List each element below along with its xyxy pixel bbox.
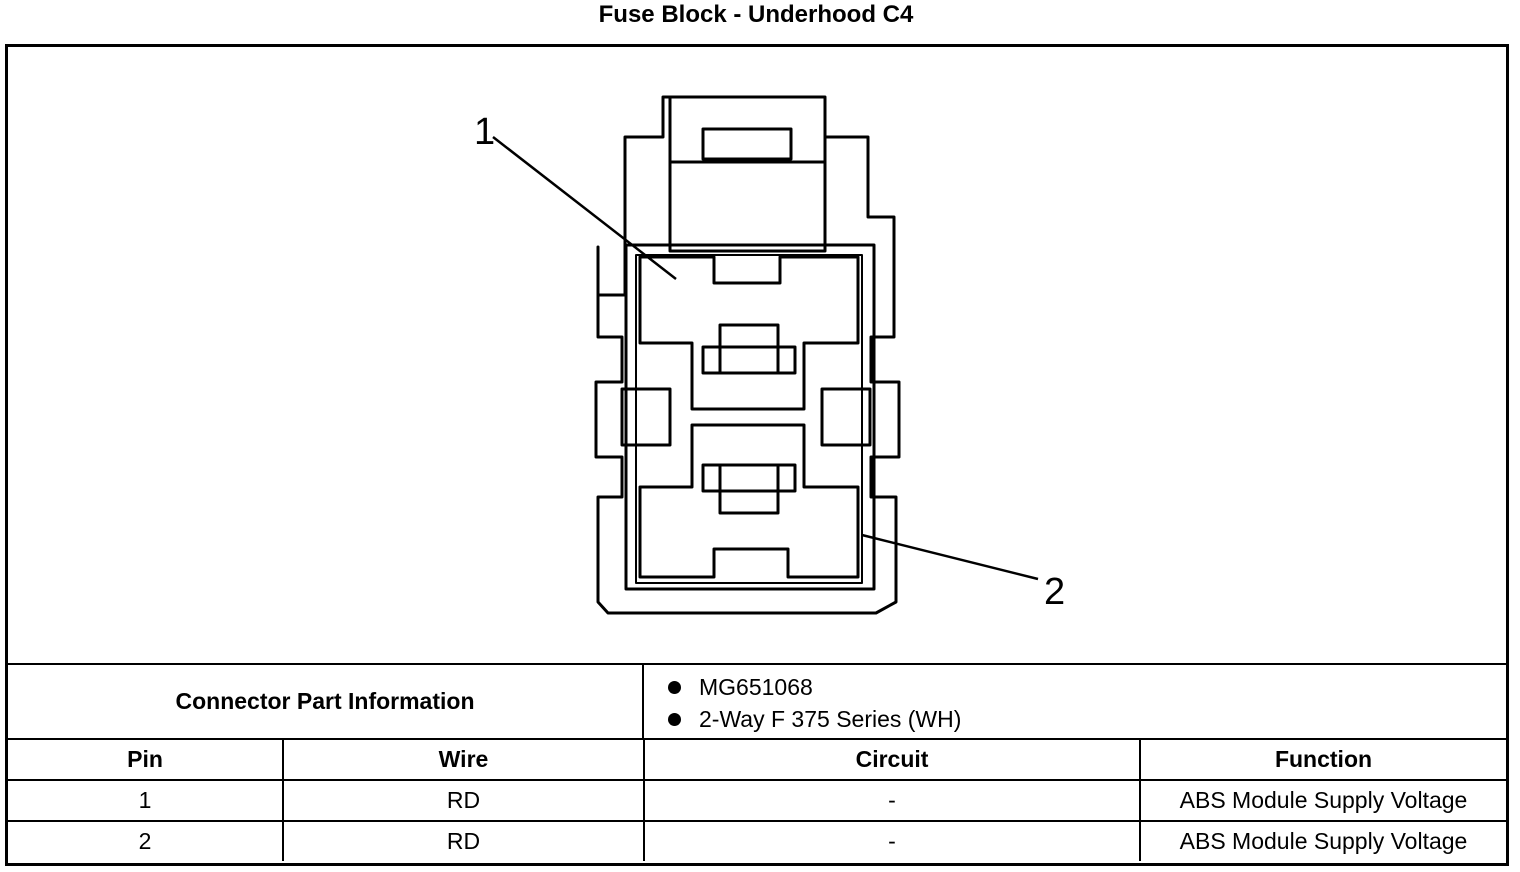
bullet-icon bbox=[668, 680, 681, 694]
part-number: MG651068 bbox=[699, 674, 813, 700]
bullet-icon bbox=[668, 712, 681, 726]
cell-circuit: - bbox=[643, 779, 1141, 822]
cell-function: ABS Module Supply Voltage bbox=[1139, 820, 1506, 861]
cell-pin: 2 bbox=[8, 820, 284, 861]
list-item: 2-Way F 375 Series (WH) bbox=[668, 703, 961, 735]
header-function: Function bbox=[1139, 738, 1506, 781]
terminal-1-cavity bbox=[638, 255, 860, 411]
page-title: Fuse Block - Underhood C4 bbox=[598, 1, 914, 28]
connector-part-info-row: Connector Part Information MG651068 2-Wa… bbox=[8, 663, 1506, 738]
table-header-row: Pin Wire Circuit Function bbox=[8, 738, 1506, 781]
side-lock-right bbox=[820, 387, 872, 447]
pin-2-leader bbox=[861, 533, 1039, 581]
list-item: MG651068 bbox=[668, 671, 961, 703]
connector-drawing: 1 2 bbox=[8, 47, 1506, 663]
cell-circuit: - bbox=[643, 820, 1141, 861]
header-pin: Pin bbox=[8, 738, 284, 781]
pin-table: Pin Wire Circuit Function 1 RD - ABS Mod… bbox=[8, 738, 1506, 861]
pin-1-leader bbox=[492, 136, 677, 280]
connector-face-svg bbox=[492, 95, 1039, 615]
header-circuit: Circuit bbox=[643, 738, 1141, 781]
pin-2-label: 2 bbox=[1044, 571, 1066, 613]
cell-pin: 1 bbox=[8, 779, 284, 822]
connector-latch-window bbox=[701, 127, 793, 161]
cell-function: ABS Module Supply Voltage bbox=[1139, 779, 1506, 822]
cell-wire: RD bbox=[282, 820, 645, 861]
connector-inner-cavity bbox=[624, 243, 876, 591]
cell-wire: RD bbox=[282, 779, 645, 822]
connector-part-info-list: MG651068 2-Way F 375 Series (WH) bbox=[668, 671, 961, 735]
table-row: 2 RD - ABS Module Supply Voltage bbox=[8, 820, 1506, 861]
connector-latch bbox=[668, 95, 827, 253]
side-lock-left bbox=[620, 387, 672, 447]
part-series: 2-Way F 375 Series (WH) bbox=[699, 706, 962, 732]
pin-1-label: 1 bbox=[474, 111, 496, 153]
connector-frame: 1 2 Connector Part Information MG651068 … bbox=[5, 44, 1509, 866]
terminal-2-cavity bbox=[638, 423, 860, 579]
header-wire: Wire bbox=[282, 738, 645, 781]
connector-part-info-label: Connector Part Information bbox=[8, 665, 644, 738]
table-row: 1 RD - ABS Module Supply Voltage bbox=[8, 779, 1506, 822]
